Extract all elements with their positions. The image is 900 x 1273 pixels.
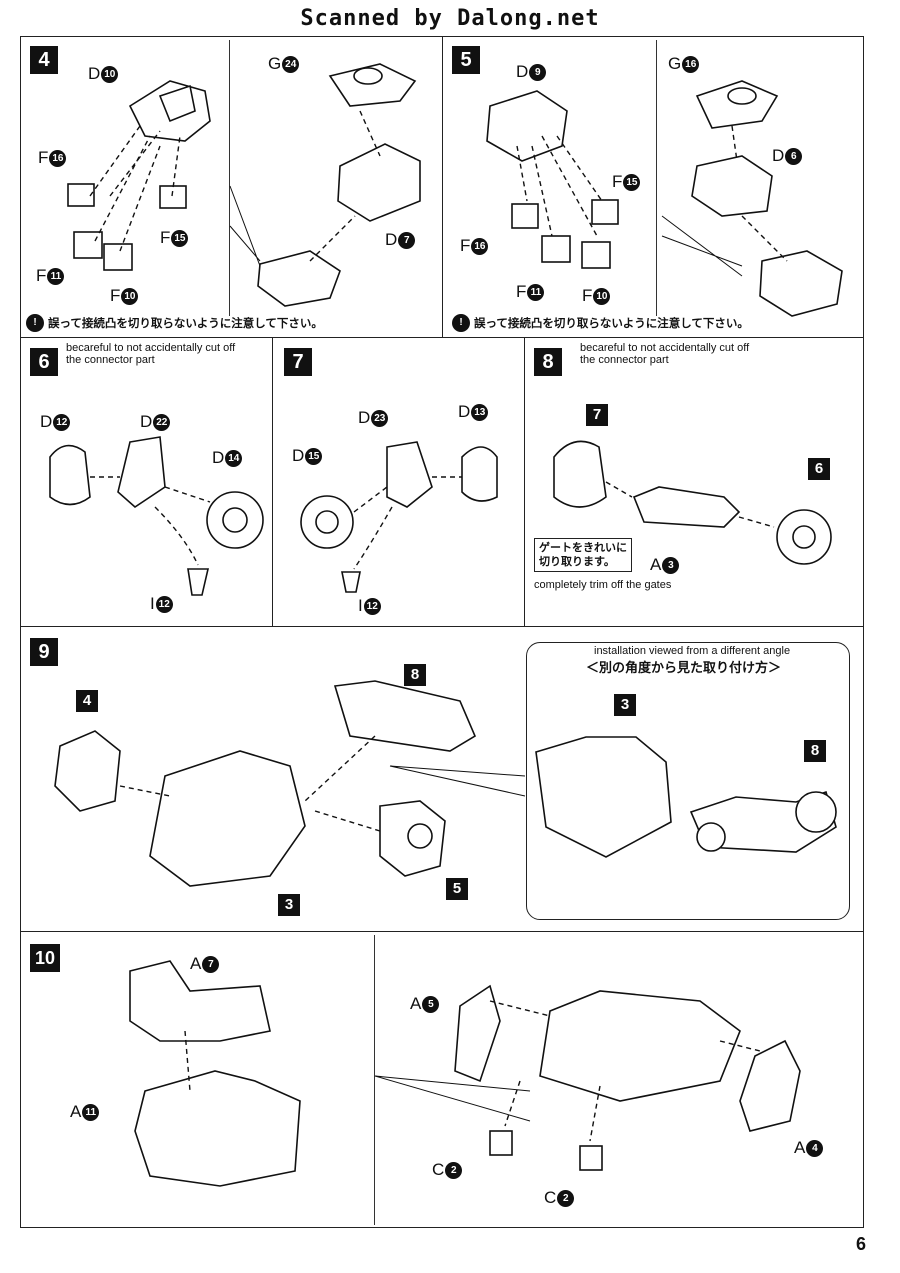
step-9-inset-title: ＜別の角度から見た取り付け方＞	[586, 660, 782, 675]
caution-icon: !	[452, 314, 470, 332]
scanner-credit: Scanned by Dalong.net	[300, 6, 600, 31]
step-8-caption: completely trim off the gates	[534, 579, 672, 591]
step-9-number: 9	[30, 638, 58, 666]
step-4-caution-note: !誤って接続凸を切り取らないように注意して下さい。	[26, 314, 323, 332]
step-9-ref-step-8: 8	[404, 664, 426, 686]
step-9-ref-step-3: 3	[278, 894, 300, 916]
step-7-number: 7	[284, 348, 312, 376]
step-5-number: 5	[452, 46, 480, 74]
caution-icon: !	[26, 314, 44, 332]
step-8-ref-step-6: 6	[808, 458, 830, 480]
step-10-number: 10	[30, 944, 60, 972]
step-8-diagram	[553, 440, 832, 565]
step-8-number: 8	[534, 348, 562, 376]
step-9-angle-inset	[526, 642, 850, 920]
step-9-inset-ref-step-3: 3	[614, 694, 636, 716]
step-5-caution-note: !誤って接続凸を切り取らないように注意して下さい。	[452, 314, 749, 332]
step-9-inset-ref-step-8: 8	[804, 740, 826, 762]
step-5-divider	[656, 40, 657, 316]
step-7-diagram	[300, 441, 498, 593]
step-6-note: becareful to not accidentally cut off th…	[66, 342, 236, 366]
step-8-gate-callout: ゲートをきれいに切り取ります。	[534, 538, 632, 572]
step-4-number: 4	[30, 46, 58, 74]
step-6-diagram	[49, 436, 264, 596]
step-9-diagram	[54, 680, 526, 887]
step-4-divider	[229, 40, 230, 316]
step-8-ref-step-7: 7	[586, 404, 608, 426]
page-number: 6	[855, 1234, 866, 1254]
step-5-diagram	[486, 80, 843, 317]
step-10-diagram	[129, 960, 801, 1187]
step-9-inset-diagram	[535, 736, 837, 858]
step-9-ref-step-5: 5	[446, 878, 468, 900]
step-8-note: becareful to not accidentally cut off th…	[580, 342, 750, 366]
step-9-ref-step-4: 4	[76, 690, 98, 712]
step-6-number: 6	[30, 348, 58, 376]
step-10-panel	[20, 931, 864, 1228]
step-10-divider	[374, 935, 375, 1225]
step-4-diagram	[67, 63, 421, 307]
step-9-inset-caption: installation viewed from a different ang…	[594, 645, 791, 657]
